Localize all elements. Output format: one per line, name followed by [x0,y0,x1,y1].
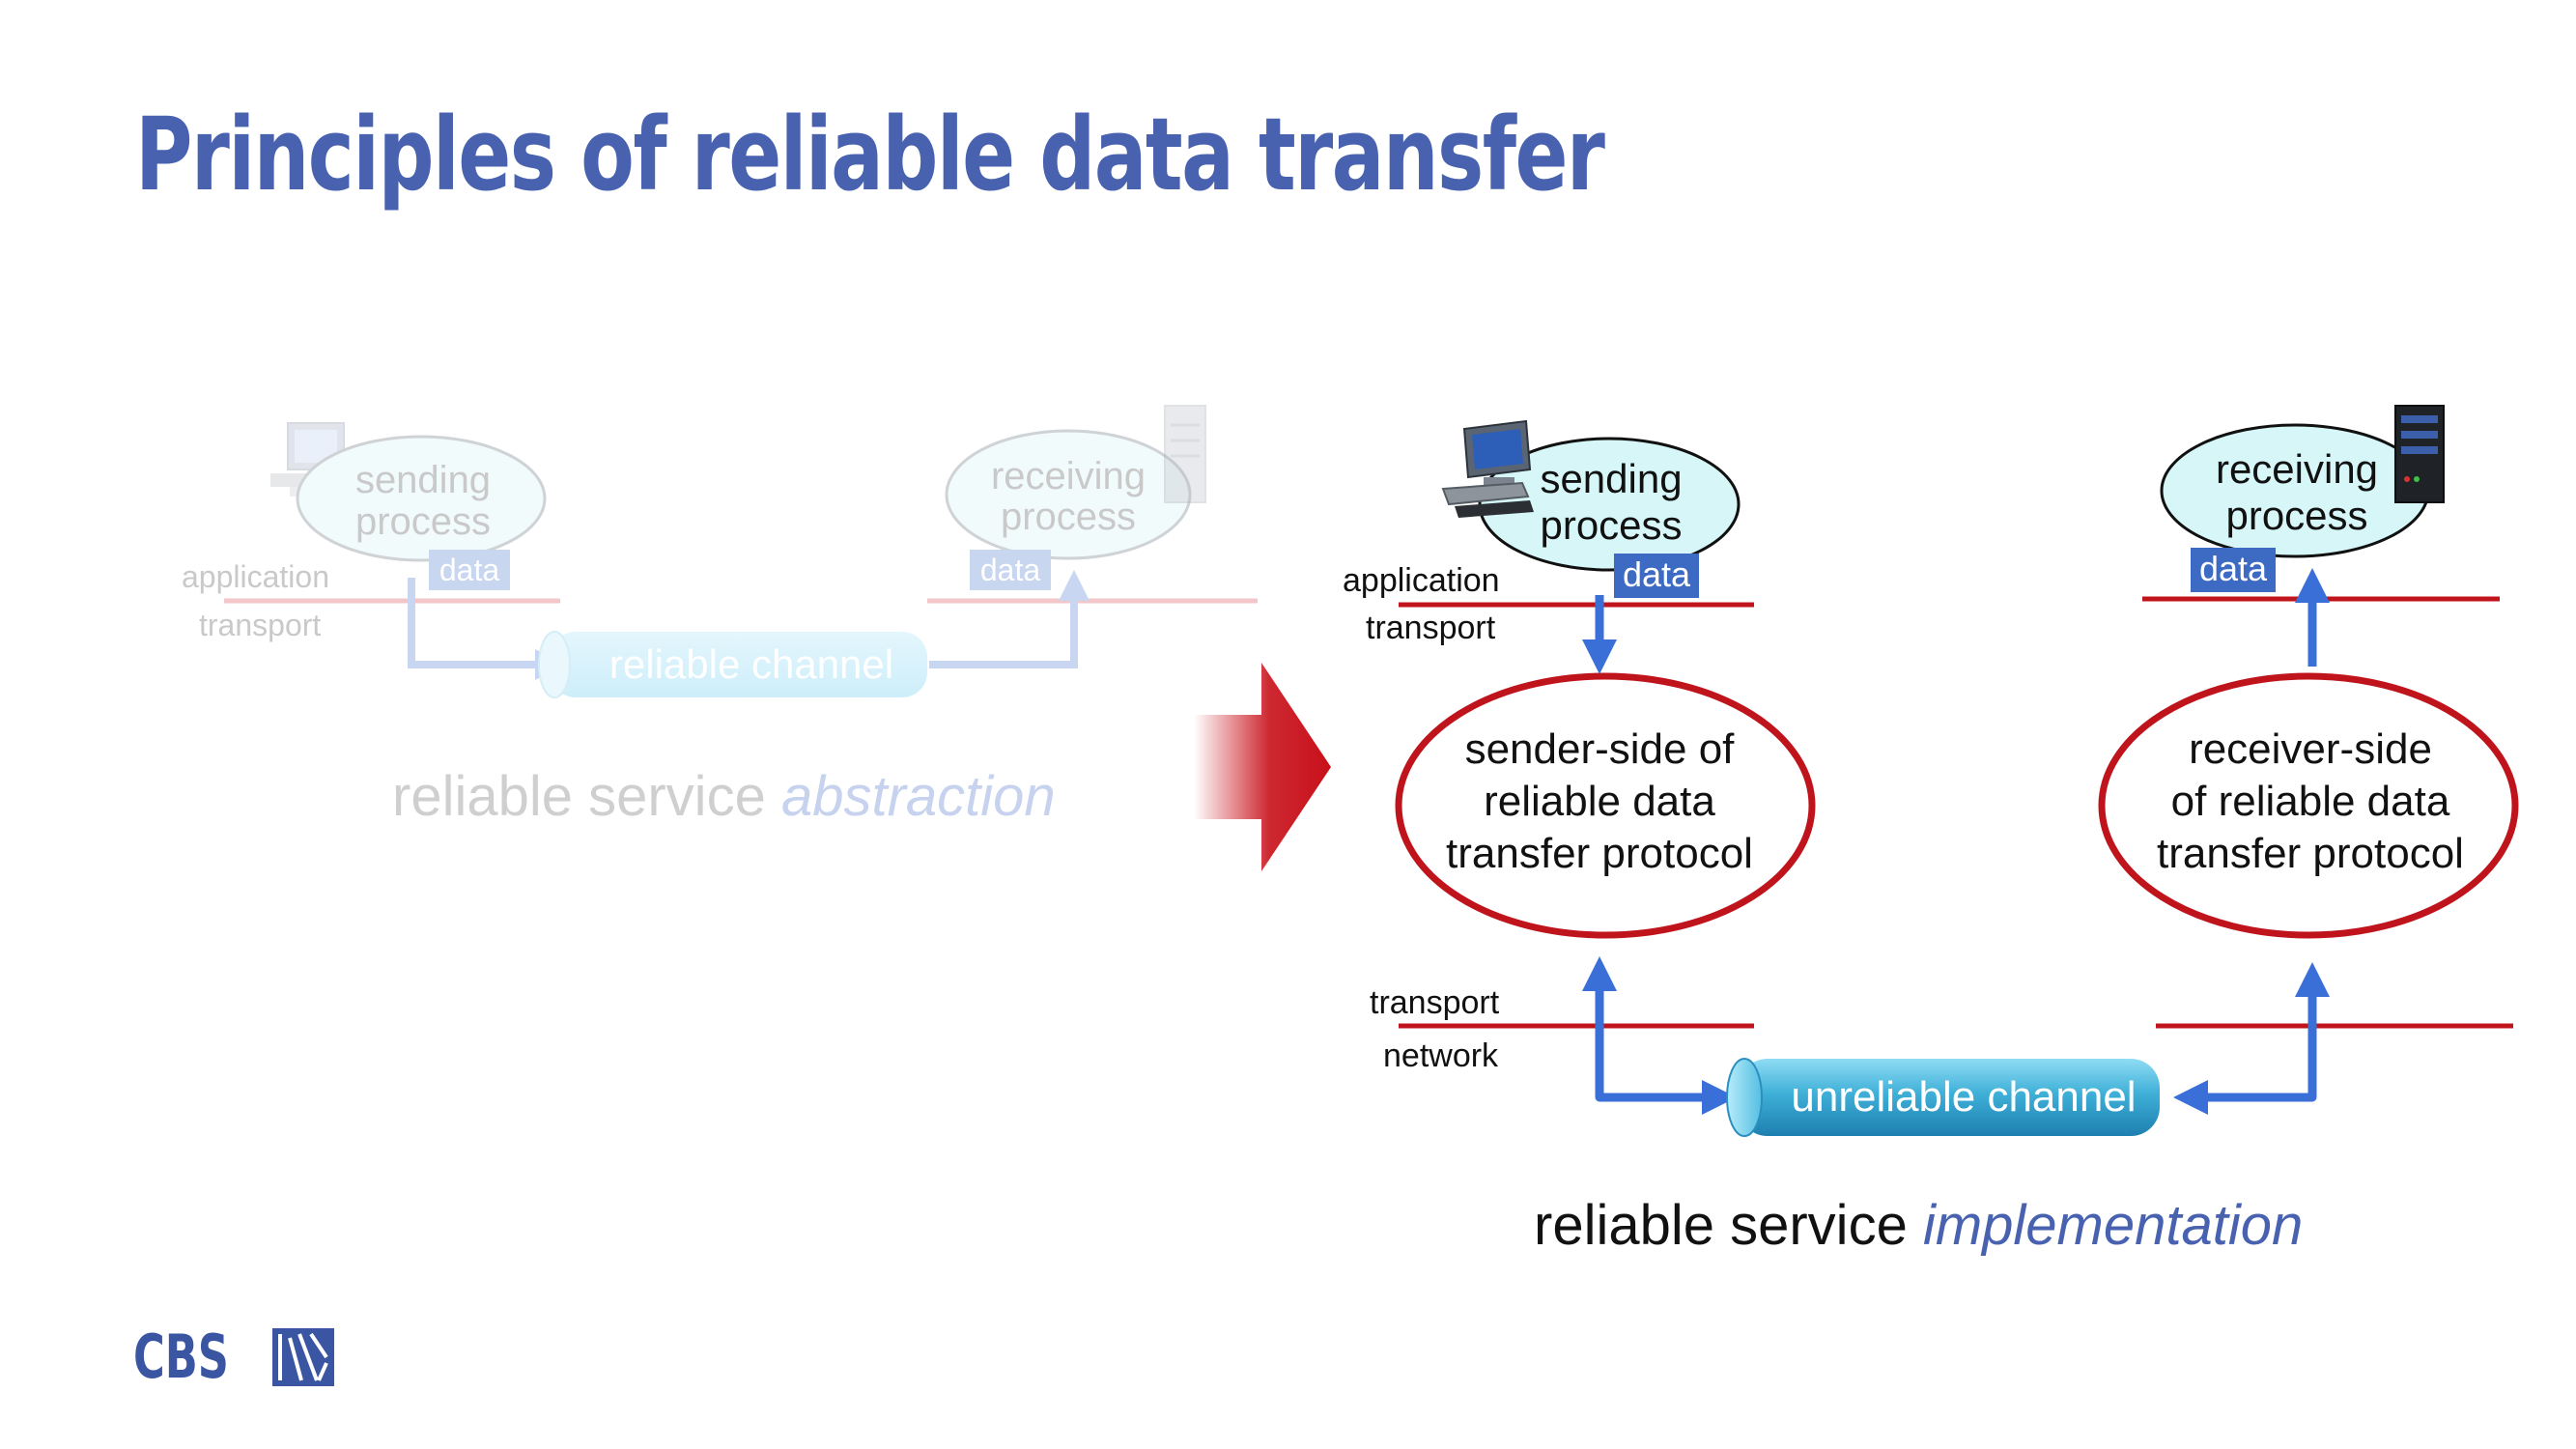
abstraction-receiving-process-line2: process [1001,496,1136,538]
abstraction-send-arrow [408,578,566,680]
channel-to-receiver-arrow [2173,962,2330,1115]
implementation-panel: application transport transport network … [1343,405,2519,1257]
receiver-protocol-ellipse [2098,672,2519,939]
abstraction-sending-process-line1: sending [355,459,491,501]
implementation-caption: reliable service implementation [1534,1194,2303,1257]
sender-protocol-ellipse [1395,672,1816,939]
abstraction-receiving-process-line1: receiving [991,455,1146,497]
abstraction-channel-cap [538,631,571,698]
impl-receiver-data-box [2191,548,2276,592]
impl-sending-process-line1: sending [1540,456,1682,501]
receiver-protocol-line2: of reliable data [2171,778,2450,825]
unreliable-channel-cap [1726,1058,1763,1137]
impl-transport-label-top: transport [1366,610,1496,646]
cbs-logo-icon [272,1327,334,1386]
cbs-logo: CBS [133,1321,334,1392]
impl-sender-data: data [1623,554,1691,594]
abstraction-caption: reliable service abstraction [392,765,1056,828]
receiver-protocol-line3: transfer protocol [2157,830,2464,877]
abstraction-sending-process-line2: process [355,500,491,543]
transition-arrow [1194,663,1331,871]
abstraction-panel: sending process data application transpo… [182,405,1258,828]
implementation-caption-plain: reliable service [1534,1194,1923,1257]
abstraction-caption-plain: reliable service [392,765,781,828]
sender-protocol-line2: reliable data [1484,778,1715,825]
impl-receiving-process-line1: receiving [2216,446,2378,492]
server-icon [2394,405,2445,503]
impl-application-label: application [1343,562,1500,599]
sender-protocol-line1: sender-side of [1465,725,1736,773]
impl-transport-label-bottom: transport [1370,984,1500,1021]
implementation-caption-italic: implementation [1923,1194,2303,1257]
abstraction-receive-arrow [929,570,1090,668]
impl-network-label: network [1383,1037,1499,1074]
abstraction-channel-label: reliable channel [609,641,893,687]
abstraction-caption-italic: abstraction [781,765,1056,828]
slide-title: Principles of reliable data transfer [135,96,1605,213]
logo-text: CBS [133,1321,229,1392]
unreliable-channel [1739,1059,2160,1136]
abstraction-receiver-data-box [970,550,1051,590]
abstraction-server-icon [1164,405,1206,503]
abstraction-sender-data: data [439,553,499,587]
receiver-protocol-line1: receiver-side [2189,725,2432,773]
abstraction-receiver-data: data [980,553,1040,587]
abstraction-application-label: application [182,559,329,594]
abstraction-sender-data-box [429,550,510,590]
unreliable-channel-label: unreliable channel [1791,1073,2136,1121]
impl-sender-data-box [1614,554,1699,598]
sender-to-channel-arrow [1582,956,1737,1115]
abstraction-reliable-channel [551,632,927,697]
abstraction-transport-label: transport [199,608,321,642]
sender-protocol-line3: transfer protocol [1446,830,1753,877]
abstraction-sending-process [296,435,547,562]
abstraction-receiving-process [945,429,1192,560]
impl-receiver-data: data [2199,549,2268,588]
computer-icon [1441,419,1534,518]
impl-sending-process-line2: process [1540,502,1682,548]
impl-receiving-process-line2: process [2225,493,2367,538]
